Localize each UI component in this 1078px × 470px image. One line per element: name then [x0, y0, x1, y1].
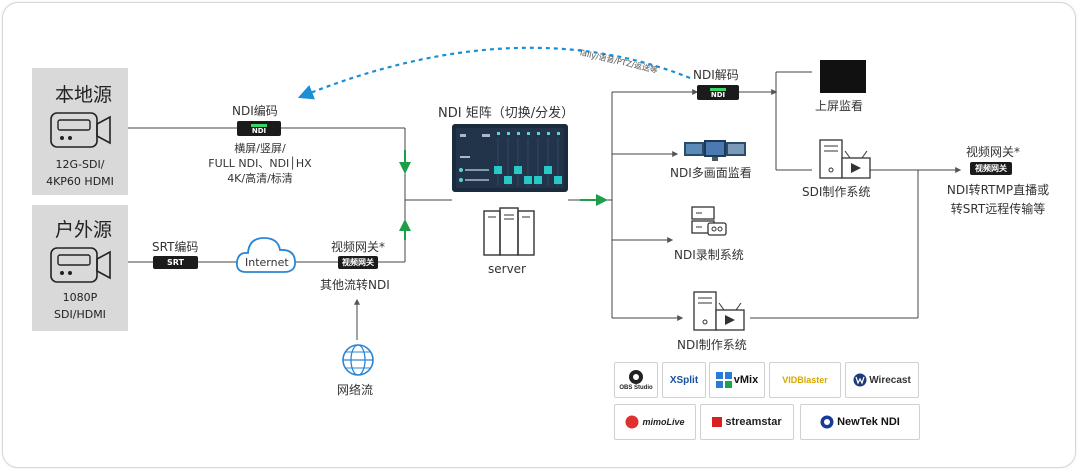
- gateway-right-title: 视频网关*: [966, 145, 1021, 159]
- wirecast-logo: Wirecast: [845, 362, 919, 398]
- gateway-left-title: 视频网关*: [331, 240, 386, 254]
- recording-label: NDI录制系统: [674, 248, 744, 262]
- server-label: server: [488, 262, 526, 276]
- streamstar-icon: [712, 417, 723, 427]
- gateway-left-desc: 其他流转NDI: [320, 278, 390, 292]
- encoder-desc-line2: FULL NDI、NDI│HX: [208, 157, 312, 170]
- big-screen-label: 上屏监看: [815, 99, 864, 113]
- srt-encoder-device: SRT: [153, 256, 198, 269]
- obs-icon: [629, 370, 643, 384]
- outdoor-source-desc: 1080P SDI/HDMI: [32, 289, 128, 323]
- led-indicator: [710, 88, 726, 91]
- matrix-title: NDI 矩阵（切换/分发）: [438, 106, 575, 121]
- multiview-monitors-icon: [684, 140, 746, 161]
- sdi-production-label: SDI制作系统: [802, 185, 871, 199]
- gateway-right-desc-line2: 转SRT远程传输等: [950, 202, 1046, 216]
- newtek-ndi-text: NewTek NDI: [837, 416, 900, 428]
- gateway-right-desc: NDI转RTMP直播或 转SRT远程传输等: [943, 181, 1053, 219]
- multiview-label: NDI多画面监看: [670, 166, 752, 180]
- gateway-left-device: 视频网关: [338, 256, 378, 269]
- internet-label: Internet: [245, 256, 289, 269]
- encoder-desc-line1: 横屏/竖屏/: [234, 142, 286, 155]
- vidblaster-text: VIDBlaster: [782, 375, 828, 385]
- led-indicator: [251, 124, 267, 127]
- camera-icon: [50, 112, 111, 148]
- vmix-text: vMix: [733, 374, 759, 386]
- outdoor-source-box: 户外源 1080P SDI/HDMI: [32, 205, 128, 331]
- local-source-desc-line2: 4KP60 HDMI: [46, 175, 114, 188]
- wirecast-icon: [853, 373, 867, 387]
- ndi-production-icon: [693, 291, 745, 331]
- ndi-decoder-device: NDI: [697, 85, 739, 100]
- gateway-right-device: 视频网关: [970, 162, 1012, 175]
- wirecast-text: Wirecast: [869, 374, 911, 386]
- obs-studio-logo: OBS Studio: [614, 362, 658, 398]
- srt-title: SRT编码: [152, 240, 199, 254]
- local-source-desc-line1: 12G-SDI/: [55, 158, 105, 171]
- ndi-production-label: NDI制作系统: [677, 338, 747, 352]
- xsplit-text: XSplit: [669, 374, 699, 386]
- local-source-box: 本地源 12G-SDI/ 4KP60 HDMI: [32, 68, 128, 195]
- outdoor-source-title: 户外源: [55, 219, 113, 241]
- mimolive-icon: [625, 415, 639, 429]
- vmix-logo: vMix: [709, 362, 765, 398]
- newtek-icon: [820, 415, 834, 429]
- streamstar-text: streamstar: [725, 416, 782, 428]
- encoder-device-label: NDI: [251, 127, 267, 135]
- encoder-desc: 横屏/竖屏/ FULL NDI、NDI│HX 4K/高清/标清: [205, 141, 315, 186]
- cloud-icon: [236, 237, 296, 273]
- encoder-title: NDI编码: [232, 104, 278, 118]
- decoder-device-label: NDI: [710, 91, 726, 99]
- outdoor-source-desc-line2: SDI/HDMI: [54, 308, 106, 321]
- vidblaster-logo: VIDBlaster: [769, 362, 841, 398]
- srt-device-label: SRT: [166, 258, 185, 267]
- camera-icon: [50, 247, 111, 283]
- sdi-production-icon: [819, 139, 871, 179]
- local-source-desc: 12G-SDI/ 4KP60 HDMI: [32, 156, 128, 190]
- matrix-screen: [452, 124, 568, 192]
- mimolive-logo: mimoLive: [614, 404, 696, 440]
- xsplit-logo: XSplit: [662, 362, 706, 398]
- outdoor-source-desc-line1: 1080P: [62, 291, 98, 304]
- monitor-screen: [820, 60, 866, 93]
- recording-storage-icon: [691, 206, 727, 236]
- encoder-desc-line3: 4K/高清/标清: [227, 172, 293, 185]
- globe-icon: [342, 344, 374, 376]
- mimolive-text: mimoLive: [642, 417, 685, 427]
- ndi-encoder-device: NDI: [237, 121, 281, 136]
- decoder-title: NDI解码: [693, 68, 739, 82]
- vmix-icon: [715, 372, 732, 388]
- obs-studio-text: OBS Studio: [619, 385, 653, 391]
- streamstar-logo: streamstar: [700, 404, 794, 440]
- gateway-right-desc-line1: NDI转RTMP直播或: [946, 183, 1050, 197]
- local-source-title: 本地源: [55, 84, 113, 106]
- network-stream-label: 网络流: [337, 383, 374, 397]
- server-icon: [483, 207, 535, 256]
- newtek-ndi-logo: NewTek NDI: [800, 404, 920, 440]
